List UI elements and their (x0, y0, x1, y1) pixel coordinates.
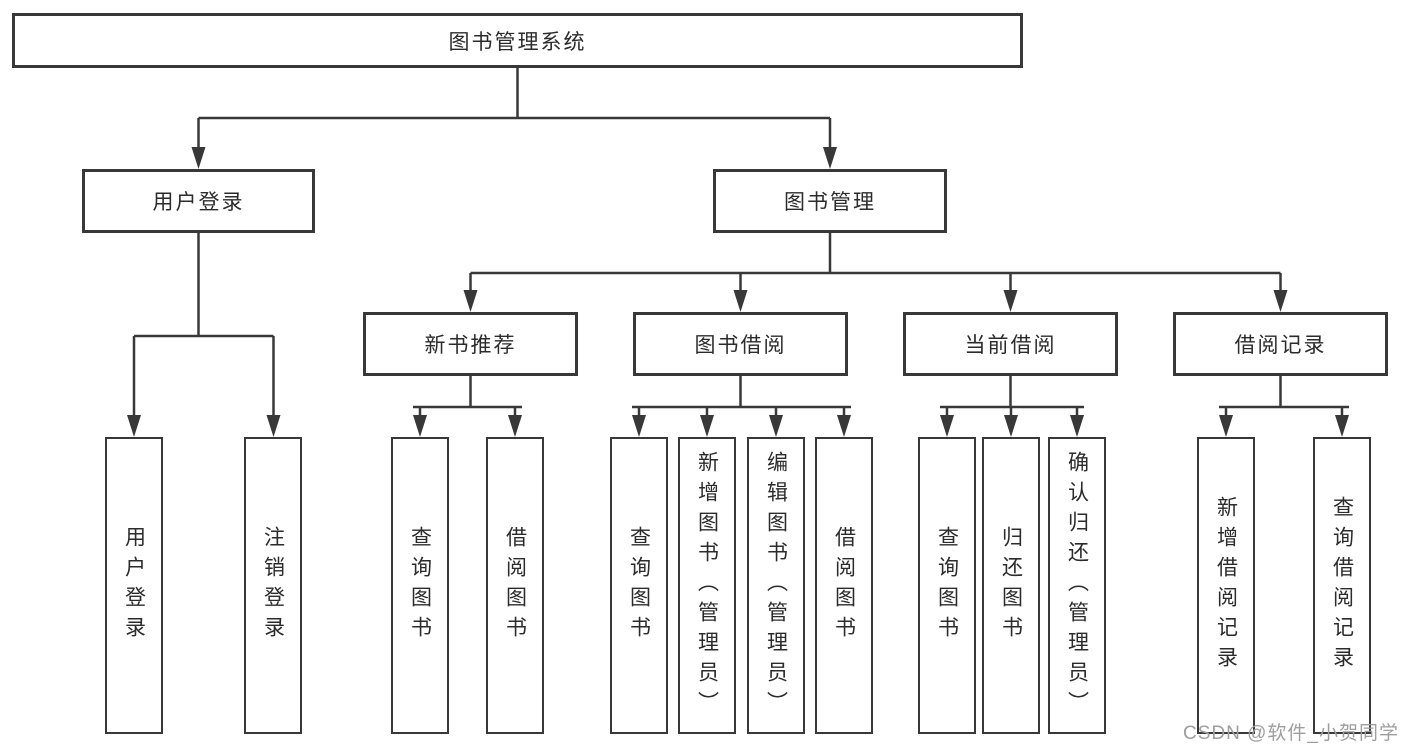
leaf-label: 查询借阅记录 (1330, 495, 1354, 676)
node-current-borrow: 当前借阅 (903, 312, 1118, 376)
node-borrow-records: 借阅记录 (1173, 312, 1388, 376)
leaf-label: 新增图书（管理员） (695, 450, 719, 721)
node-leaf-user-login: 用户登录 (105, 437, 163, 734)
arrowhead (1004, 415, 1018, 437)
node-book-borrow: 图书借阅 (633, 312, 848, 376)
leaf-label: 用户登录 (122, 525, 146, 646)
connector-user-login (132, 233, 275, 418)
arrowhead (1335, 415, 1349, 437)
node-leaf-add-book: 新增图书（管理员） (678, 437, 736, 734)
arrowhead (632, 415, 646, 437)
arrowhead (733, 290, 748, 312)
arrowhead (1070, 415, 1084, 437)
connector-book-borrow (632, 376, 851, 418)
leaf-label: 编辑图书（管理员） (764, 450, 788, 721)
node-root: 图书管理系统 (12, 13, 1023, 68)
node-leaf-borrow-book-rec: 借阅图书 (486, 437, 544, 734)
node-new-book-rec: 新书推荐 (363, 312, 578, 376)
arrowhead (508, 415, 522, 437)
node-leaf-logout: 注销登录 (244, 437, 302, 734)
leaf-label: 借阅图书 (503, 525, 527, 646)
leaf-label: 查询图书 (935, 525, 959, 646)
csdn-watermark: CSDN @软件_小贺同学 (1183, 723, 1399, 744)
connector-borrow-records (1219, 376, 1349, 418)
node-leaf-query-book-rec: 查询图书 (391, 437, 449, 734)
arrowhead (940, 415, 954, 437)
arrowhead (266, 415, 281, 437)
arrowhead (823, 147, 837, 169)
node-leaf-query-record: 查询借阅记录 (1313, 437, 1371, 734)
arrowhead (127, 415, 141, 437)
arrowhead (463, 290, 478, 312)
node-leaf-query-book-current: 查询图书 (918, 437, 976, 734)
leaf-label: 查询图书 (408, 525, 432, 646)
connector-current-borrow (940, 376, 1084, 418)
connector-book-mgmt (469, 233, 1282, 293)
node-leaf-borrow-book-borrow: 借阅图书 (815, 437, 873, 734)
leaf-label: 归还图书 (999, 525, 1023, 646)
arrowhead (1003, 290, 1018, 312)
arrowhead (413, 415, 427, 437)
node-book-mgmt: 图书管理 (713, 169, 947, 233)
node-leaf-confirm-return: 确认归还（管理员） (1048, 437, 1106, 734)
node-leaf-add-record: 新增借阅记录 (1197, 437, 1255, 734)
arrowhead (700, 415, 714, 437)
node-leaf-query-book-borrow: 查询图书 (610, 437, 668, 734)
leaf-label: 注销登录 (261, 525, 285, 646)
arrowhead (769, 415, 783, 437)
arrowhead (191, 147, 206, 169)
leaf-label: 新增借阅记录 (1214, 495, 1238, 676)
node-leaf-edit-book: 编辑图书（管理员） (747, 437, 805, 734)
leaf-label: 查询图书 (627, 525, 651, 646)
node-user-login: 用户登录 (82, 169, 315, 233)
connector-new-book-rec (413, 376, 522, 418)
arrowhead (1273, 290, 1288, 312)
arrowhead (1219, 415, 1233, 437)
arrowhead (837, 415, 851, 437)
connector-root-trunk (197, 68, 832, 150)
leaf-label: 借阅图书 (832, 525, 856, 646)
leaf-label: 确认归还（管理员） (1065, 450, 1089, 721)
node-leaf-return-book: 归还图书 (982, 437, 1040, 734)
